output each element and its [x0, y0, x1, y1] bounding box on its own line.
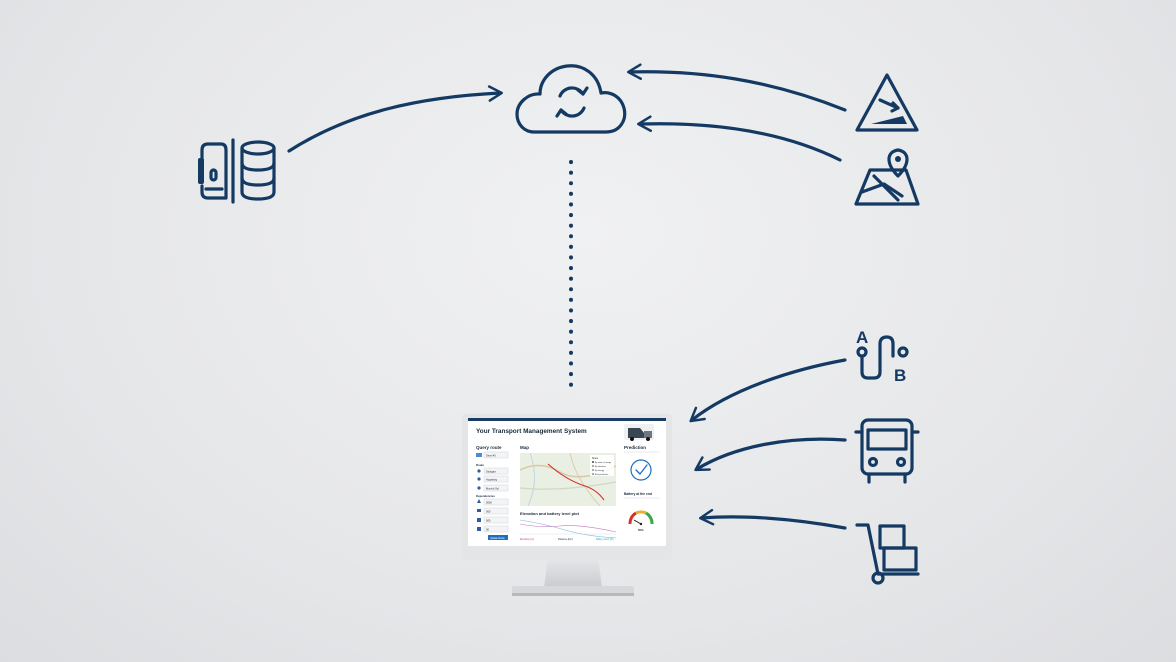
route-a-b-icon: A B [856, 328, 909, 385]
vehicle-select[interactable] [483, 451, 509, 459]
arrow-route-to-monitor [689, 358, 847, 423]
route-map: Route By state of charge By elevation By… [519, 452, 617, 507]
route-label-b: B [894, 366, 906, 385]
dep-field-2-text: 000 [486, 510, 491, 514]
truck-thumbnail-icon [624, 424, 654, 441]
monitor: Your Transport Management System Query r… [462, 414, 672, 596]
x-label-battery: Battery level [%] [596, 538, 614, 541]
map-legend-title: Route [592, 457, 599, 460]
battery-gauge: 50% [628, 510, 654, 532]
map-legend-item-2: By elevation [595, 465, 606, 468]
cloud-sync-icon [515, 64, 627, 134]
elevation-plot-title: Elevation and battery level plot [520, 511, 580, 516]
route-field-to[interactable] [483, 484, 509, 492]
monitor-base [512, 586, 634, 595]
dep-field-2[interactable] [483, 507, 509, 515]
dep-field-4[interactable] [483, 525, 509, 533]
dep-field-3[interactable] [483, 516, 509, 524]
arrow-database-to-cloud [287, 85, 503, 153]
battery-at-end-label: Battery at the end [624, 492, 652, 496]
map-legend-item-3: By energy [595, 470, 604, 472]
elevation-plot: Elevation [m] Distance [km] Battery leve… [519, 519, 617, 541]
arrow-slope-to-cloud [627, 63, 847, 112]
arrow-cargo-to-monitor [699, 508, 847, 530]
dep-field-1[interactable] [483, 498, 509, 506]
map-legend-item-4: Best prediction [595, 473, 608, 476]
dep-field-1-text: 0000 [486, 501, 492, 505]
dep-field-4-text: 00 [486, 528, 489, 532]
route-field-via-text: Augsburg [486, 478, 498, 482]
update-route-button-label: Update Route [490, 537, 505, 540]
query-route-heading: Query route [476, 445, 502, 450]
route-field-to-text: Munich Sol [486, 487, 499, 491]
prediction-check-icon [630, 459, 652, 481]
map-heading: Map [520, 445, 529, 450]
x-label-elevation: Elevation [m] [520, 538, 534, 541]
route-label-a: A [856, 328, 868, 347]
arrow-truck-to-monitor [694, 437, 847, 472]
map-legend-item-1: By state of charge [595, 461, 612, 464]
arrow-map-to-cloud [637, 115, 842, 162]
route-label: Route [476, 463, 484, 467]
update-route-button[interactable] [488, 535, 508, 540]
slope-sign-icon [855, 73, 919, 132]
monitor-stand [544, 556, 602, 588]
route-field-from-text: Stuttgart [486, 470, 496, 474]
screen-title: Your Transport Management System [476, 428, 587, 435]
vehicle-database-icon [198, 138, 276, 204]
x-label-distance: Distance [km] [558, 538, 573, 541]
prediction-heading: Prediction [624, 445, 646, 450]
truck-front-icon [854, 418, 920, 484]
hand-truck-cargo-icon [855, 523, 920, 585]
map-pin-icon [854, 148, 920, 206]
route-field-via[interactable] [483, 475, 509, 483]
route-field-from[interactable] [483, 467, 509, 475]
dependencies-label: Dependencies [476, 494, 495, 498]
svg-text:Semi-40: Semi-40 [486, 454, 496, 458]
dep-field-3-text: 000 [486, 519, 491, 523]
query-form: Semi-40 Route Stuttgart Augsburg Munich … [476, 451, 509, 540]
battery-gauge-value: 50% [638, 528, 644, 532]
